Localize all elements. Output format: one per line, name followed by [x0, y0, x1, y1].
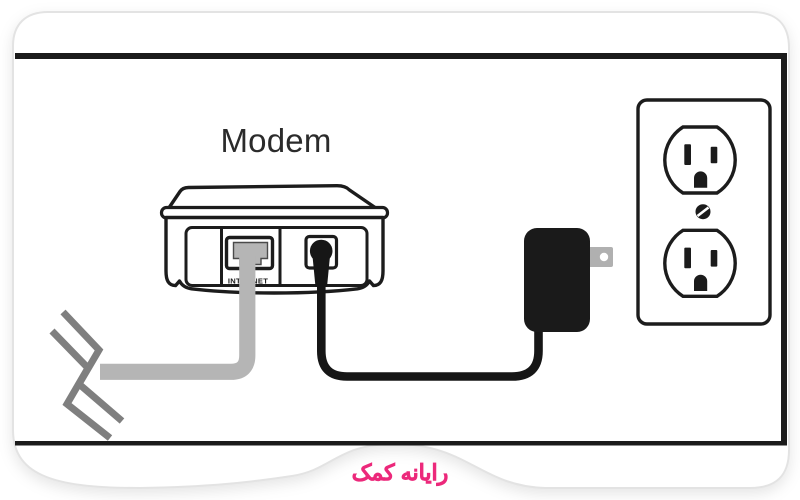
- outlet-socket-top: [663, 125, 737, 195]
- modem-device: INTERNET: [159, 184, 390, 295]
- outlet-socket-bottom: [663, 228, 737, 298]
- power-adapter: [524, 228, 613, 332]
- prong-hole: [599, 252, 609, 262]
- socket-slot-hot: [710, 146, 718, 164]
- diagram-frame: [15, 53, 787, 446]
- socket-ground-hole: [693, 274, 708, 291]
- socket-slot-neutral: [684, 247, 691, 269]
- brand-logo: رایانه کمک: [351, 460, 449, 486]
- modem-lid: [166, 184, 379, 211]
- modem-port-panel: [184, 226, 369, 287]
- socket-slot-neutral: [684, 144, 691, 165]
- socket-slot-hot: [710, 250, 718, 267]
- adapter-body: [524, 228, 590, 332]
- cable-break-symbol: [49, 309, 125, 441]
- outlet-screw: [695, 204, 711, 220]
- ethernet-cable: [100, 256, 256, 380]
- modem-label: Modem: [220, 122, 332, 159]
- socket-ground-hole: [693, 171, 708, 188]
- wall-outlet: [636, 98, 772, 326]
- power-cable: [309, 239, 543, 381]
